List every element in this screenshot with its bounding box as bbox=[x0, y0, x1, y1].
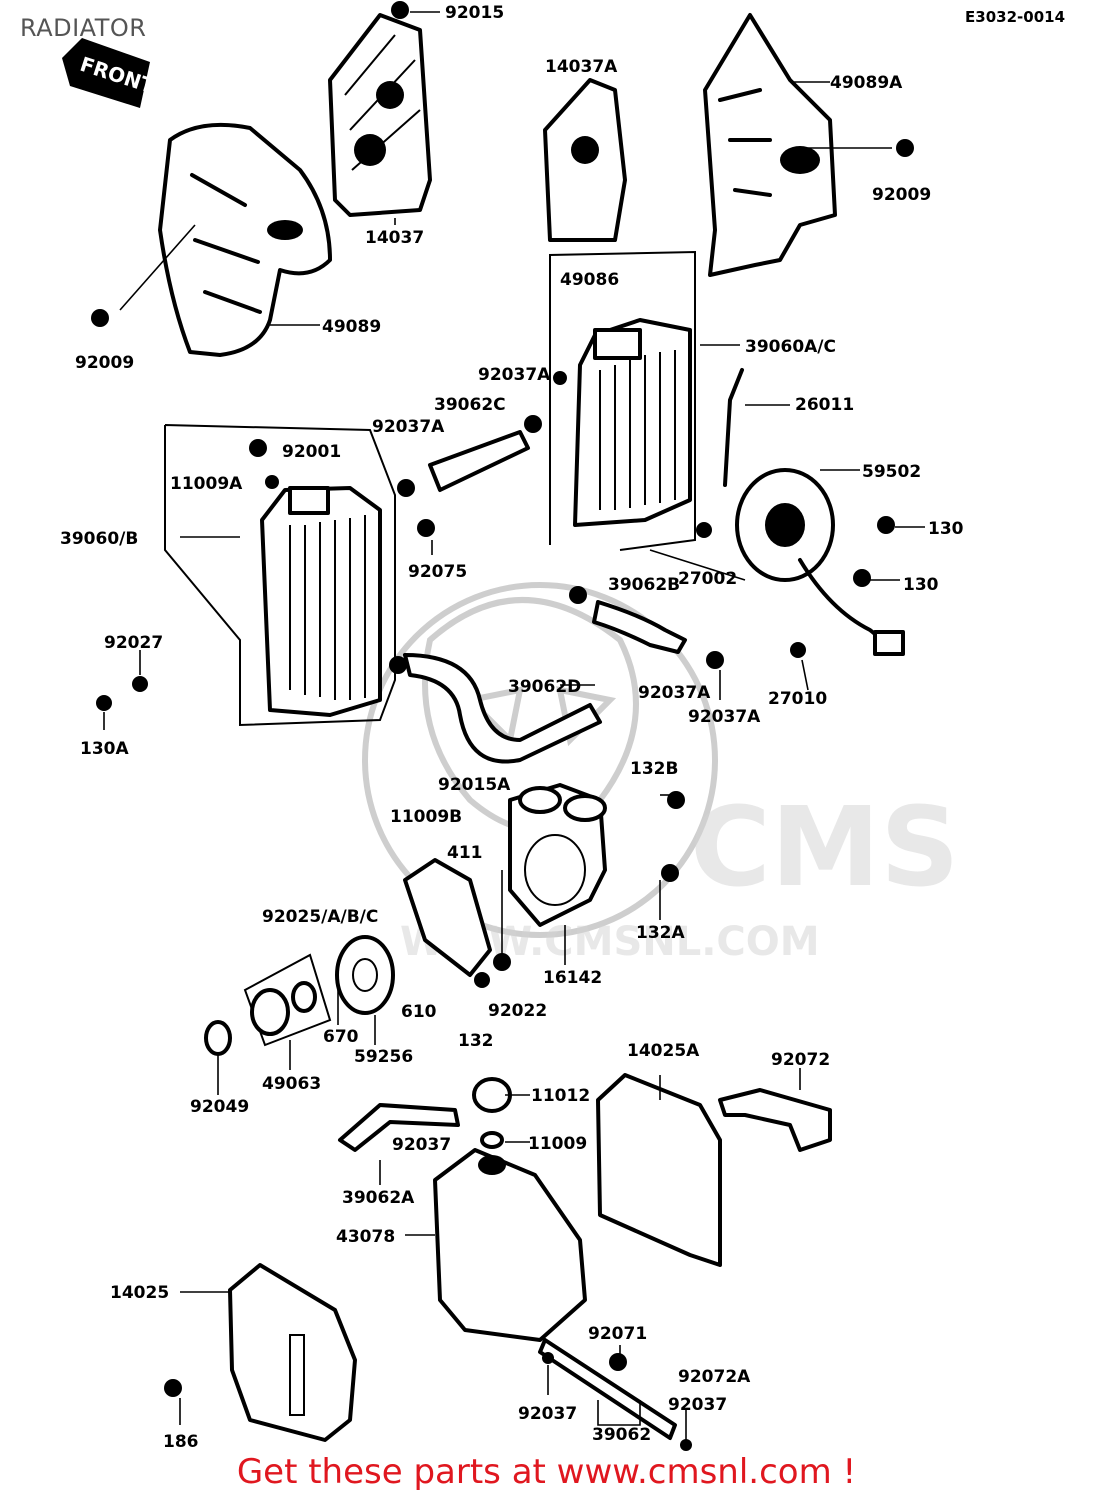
diagram-title: RADIATOR bbox=[20, 14, 147, 42]
bracket-92072 bbox=[718, 1088, 832, 1152]
right-radiator-grille bbox=[543, 78, 627, 242]
part-label[interactable]: 130A bbox=[80, 739, 129, 759]
part-label[interactable]: 92001 bbox=[282, 442, 341, 462]
water-pump-cover bbox=[508, 783, 607, 927]
part-label[interactable]: 92037 bbox=[392, 1135, 451, 1155]
part-label[interactable]: 92037A bbox=[372, 417, 445, 437]
left-radiator-grille bbox=[328, 13, 432, 217]
part-label[interactable]: 27010 bbox=[768, 689, 827, 709]
part-label[interactable]: 49089A bbox=[830, 73, 903, 93]
part-label[interactable]: 11009B bbox=[390, 807, 462, 827]
part-label[interactable]: 92037A bbox=[638, 683, 711, 703]
part-label[interactable]: 39062A bbox=[342, 1188, 415, 1208]
part-label[interactable]: 92022 bbox=[488, 1001, 547, 1021]
part-label[interactable]: 132 bbox=[458, 1031, 494, 1051]
part-label[interactable]: 49063 bbox=[262, 1074, 321, 1094]
part-label[interactable]: 39060/B bbox=[60, 529, 138, 549]
part-label[interactable]: 411 bbox=[447, 843, 483, 863]
part-label[interactable]: 130 bbox=[903, 575, 939, 595]
part-label[interactable]: 92025/A/B/C bbox=[262, 907, 378, 927]
cooling-fan-59502 bbox=[735, 468, 905, 656]
impeller-59256 bbox=[335, 935, 395, 1015]
part-label[interactable]: 59502 bbox=[862, 462, 921, 482]
reservoir-cover-14025 bbox=[228, 1263, 357, 1442]
hose-39062c bbox=[428, 430, 530, 492]
part-label[interactable]: 27002 bbox=[678, 569, 737, 589]
overflow-hose-39062 bbox=[538, 1338, 677, 1440]
part-label[interactable]: 14037A bbox=[545, 57, 618, 77]
part-label[interactable]: 92015 bbox=[445, 3, 504, 23]
part-label[interactable]: 11009 bbox=[528, 1134, 587, 1154]
left-radiator-group-box bbox=[164, 424, 396, 727]
part-label[interactable]: 49086 bbox=[560, 270, 619, 290]
part-label[interactable]: 92009 bbox=[75, 353, 134, 373]
part-label[interactable]: 92072 bbox=[771, 1050, 830, 1070]
part-label[interactable]: 186 bbox=[163, 1432, 199, 1452]
part-label[interactable]: 132B bbox=[630, 759, 678, 779]
part-label[interactable]: 43078 bbox=[336, 1227, 395, 1247]
part-label[interactable]: 49089 bbox=[322, 317, 381, 337]
part-label[interactable]: 92009 bbox=[872, 185, 931, 205]
part-label[interactable]: 26011 bbox=[795, 395, 854, 415]
part-label[interactable]: 132A bbox=[636, 923, 685, 943]
part-label[interactable]: 14025 bbox=[110, 1283, 169, 1303]
left-radiator bbox=[260, 486, 382, 717]
right-radiator-shroud bbox=[703, 13, 837, 277]
part-label[interactable]: 39062C bbox=[434, 395, 506, 415]
part-labels: 92015 14037A 49089A 14037 92009 49089 92… bbox=[60, 3, 964, 1452]
part-label[interactable]: 130 bbox=[928, 519, 964, 539]
left-radiator-shroud bbox=[158, 122, 332, 357]
part-label[interactable]: 92037 bbox=[668, 1395, 727, 1415]
part-label[interactable]: 92072A bbox=[678, 1367, 751, 1387]
reservoir-cover-14025a bbox=[596, 1073, 722, 1267]
overflow-hose-39062a bbox=[338, 1103, 460, 1152]
right-radiator-group-box bbox=[549, 250, 696, 551]
watermark-logo-text: CMS bbox=[690, 783, 959, 911]
part-label[interactable]: 59256 bbox=[354, 1047, 413, 1067]
part-label[interactable]: 92027 bbox=[104, 633, 163, 653]
part-label[interactable]: 92015A bbox=[438, 775, 511, 795]
part-label[interactable]: 92037A bbox=[688, 707, 761, 727]
hose-39062d bbox=[403, 653, 602, 764]
part-label[interactable]: 39062 bbox=[592, 1425, 651, 1445]
reservoir-tank-43078 bbox=[433, 1148, 587, 1342]
part-label[interactable]: 11009A bbox=[170, 474, 243, 494]
part-label[interactable]: 92049 bbox=[190, 1097, 249, 1117]
part-label[interactable]: 39060A/C bbox=[745, 337, 836, 357]
front-direction-tag: FRONT bbox=[62, 38, 158, 108]
water-pump-gasket bbox=[403, 858, 492, 977]
part-label[interactable]: 16142 bbox=[543, 968, 602, 988]
hardware-fasteners bbox=[91, 1, 914, 1451]
part-label[interactable]: 92075 bbox=[408, 562, 467, 582]
part-label[interactable]: 92037A bbox=[478, 365, 551, 385]
promo-banner[interactable]: Get these parts at www.cmsnl.com ! bbox=[236, 1452, 857, 1492]
part-label[interactable]: 14037 bbox=[365, 228, 424, 248]
thermostat-switch-26011 bbox=[723, 368, 744, 487]
part-label[interactable]: 92071 bbox=[588, 1324, 647, 1344]
part-label[interactable]: 670 bbox=[323, 1027, 359, 1047]
leader-lines bbox=[103, 11, 925, 1440]
part-label[interactable]: 11012 bbox=[531, 1086, 590, 1106]
part-label[interactable]: 39062B bbox=[608, 575, 680, 595]
diagram-code: E3032-0014 bbox=[965, 8, 1065, 26]
right-radiator bbox=[573, 318, 692, 527]
part-label[interactable]: 92037 bbox=[518, 1404, 577, 1424]
reservoir-cap-11012 bbox=[472, 1077, 512, 1149]
part-label[interactable]: 14025A bbox=[627, 1041, 700, 1061]
part-label[interactable]: 39062D bbox=[508, 677, 581, 697]
part-label[interactable]: 610 bbox=[401, 1002, 437, 1022]
mechanical-seal-49063 bbox=[204, 953, 332, 1056]
hose-39062b bbox=[592, 600, 687, 654]
